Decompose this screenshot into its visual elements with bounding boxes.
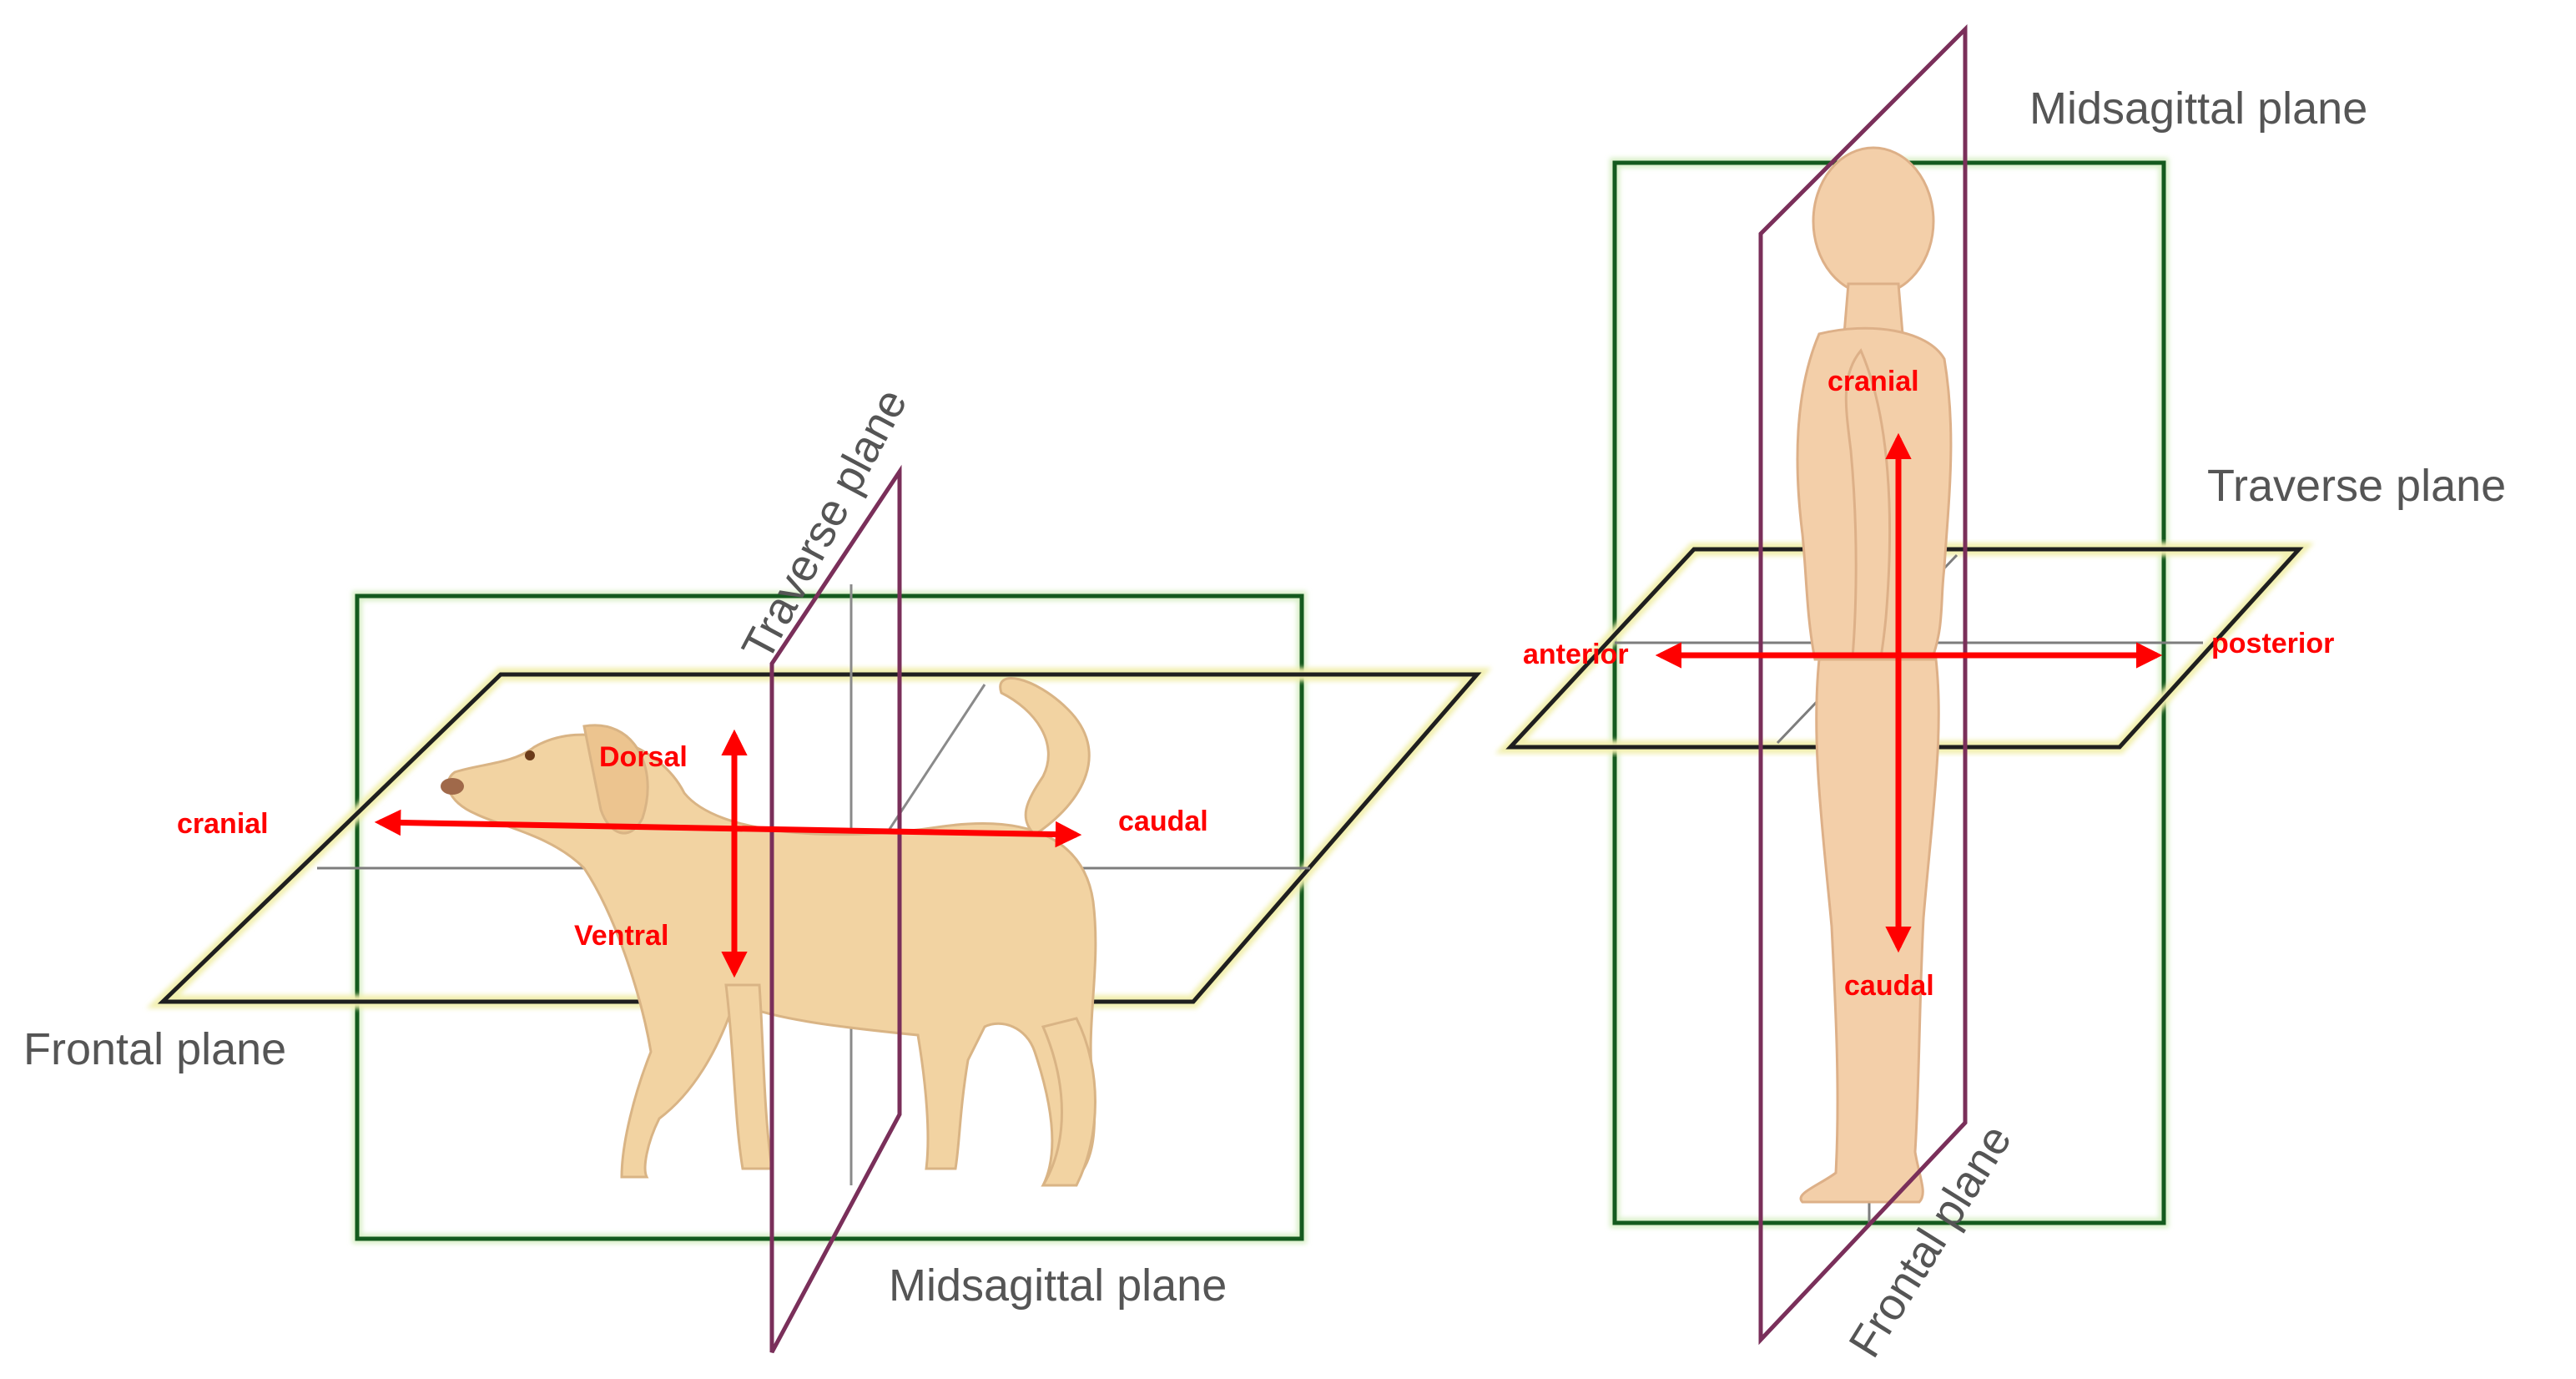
dog-cranial-label: cranial: [177, 808, 269, 840]
human-frontal-plane: [1505, 547, 2304, 750]
human-panel: Midsagittal plane Traverse plane Frontal…: [1495, 23, 2506, 1366]
dog-traverse-plane-label: Traverse plane: [733, 381, 917, 668]
human-cranial-label: cranial: [1827, 366, 1919, 397]
dog-tail: [999, 677, 1091, 836]
human-legs: [1799, 658, 1940, 1204]
dog-frontal-plane-label: Frontal plane: [23, 1024, 286, 1074]
dog-panel: Traverse plane Frontal plane Midsagittal…: [23, 381, 1492, 1354]
human-midsagittal-plane: [1758, 23, 1968, 1346]
dog-dorsal-label: Dorsal: [599, 741, 688, 773]
human-caudal-label: caudal: [1844, 970, 1934, 1002]
human-traverse-plane-label: Traverse plane: [2207, 461, 2506, 511]
dog-midsagittal-plane: [769, 464, 902, 1354]
dog-traverse-plane: [355, 594, 1304, 1241]
dog-frontal-plane: [157, 672, 1482, 1004]
dog-ventral-label: Ventral: [574, 920, 668, 952]
dog-midsagittal-plane-label: Midsagittal plane: [889, 1260, 1227, 1311]
dog-nose: [441, 778, 464, 795]
human-illustration: [1796, 146, 1953, 1204]
human-neck: [1843, 282, 1904, 336]
human-posterior-label: posterior: [2211, 628, 2334, 659]
dog-back-leg: [1041, 1017, 1096, 1187]
dog-caudal-label: caudal: [1118, 806, 1208, 837]
dog-eye: [525, 750, 535, 760]
human-head: [1812, 146, 1935, 296]
human-anterior-label: anterior: [1523, 639, 1629, 670]
human-midsagittal-plane-label: Midsagittal plane: [2029, 83, 2367, 134]
